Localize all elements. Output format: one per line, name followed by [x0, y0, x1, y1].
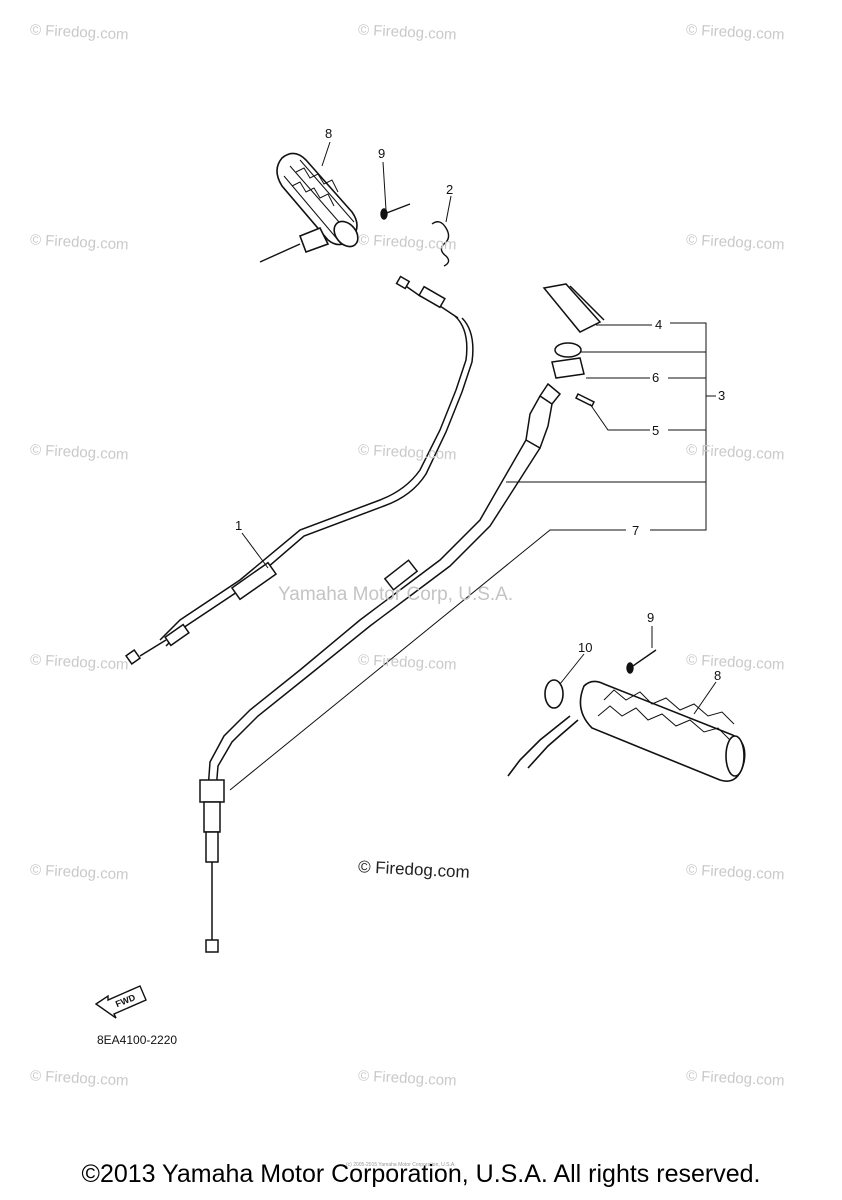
clip: [431, 221, 450, 267]
cable-1: [124, 275, 474, 666]
callout-5: 5: [652, 423, 659, 438]
grip-lower-right: [507, 679, 746, 782]
callout-9-lower: 9: [647, 610, 654, 625]
tiny-notice: (c) 2005-2015 Yamaha Motor Corporation, …: [346, 1162, 456, 1168]
copyright-footer: ©2013 Yamaha Motor Corporation, U.S.A. A…: [81, 1160, 761, 1188]
center-watermark: Yamaha Motor Corp, U.S.A.: [278, 584, 514, 605]
callout-4: 4: [655, 317, 662, 332]
cable-7: [199, 283, 605, 953]
callout-8-lower: 8: [714, 668, 721, 683]
callout-10: 10: [578, 640, 592, 655]
pin-lower: [626, 649, 657, 674]
callout-1: 1: [235, 518, 242, 533]
callout-2: 2: [446, 182, 453, 197]
leader-lines: [229, 141, 717, 791]
callout-7: 7: [632, 523, 639, 538]
callout-8-upper: 8: [325, 126, 332, 141]
pin-upper: [380, 203, 411, 220]
diagram-code: 8EA4100-2220: [97, 1033, 178, 1047]
grip-upper-left: [259, 152, 359, 263]
callout-6: 6: [652, 370, 659, 385]
callout-9-upper: 9: [378, 146, 385, 161]
callout-3: 3: [718, 388, 725, 403]
fwd-arrow-icon: FWD: [94, 985, 147, 1019]
